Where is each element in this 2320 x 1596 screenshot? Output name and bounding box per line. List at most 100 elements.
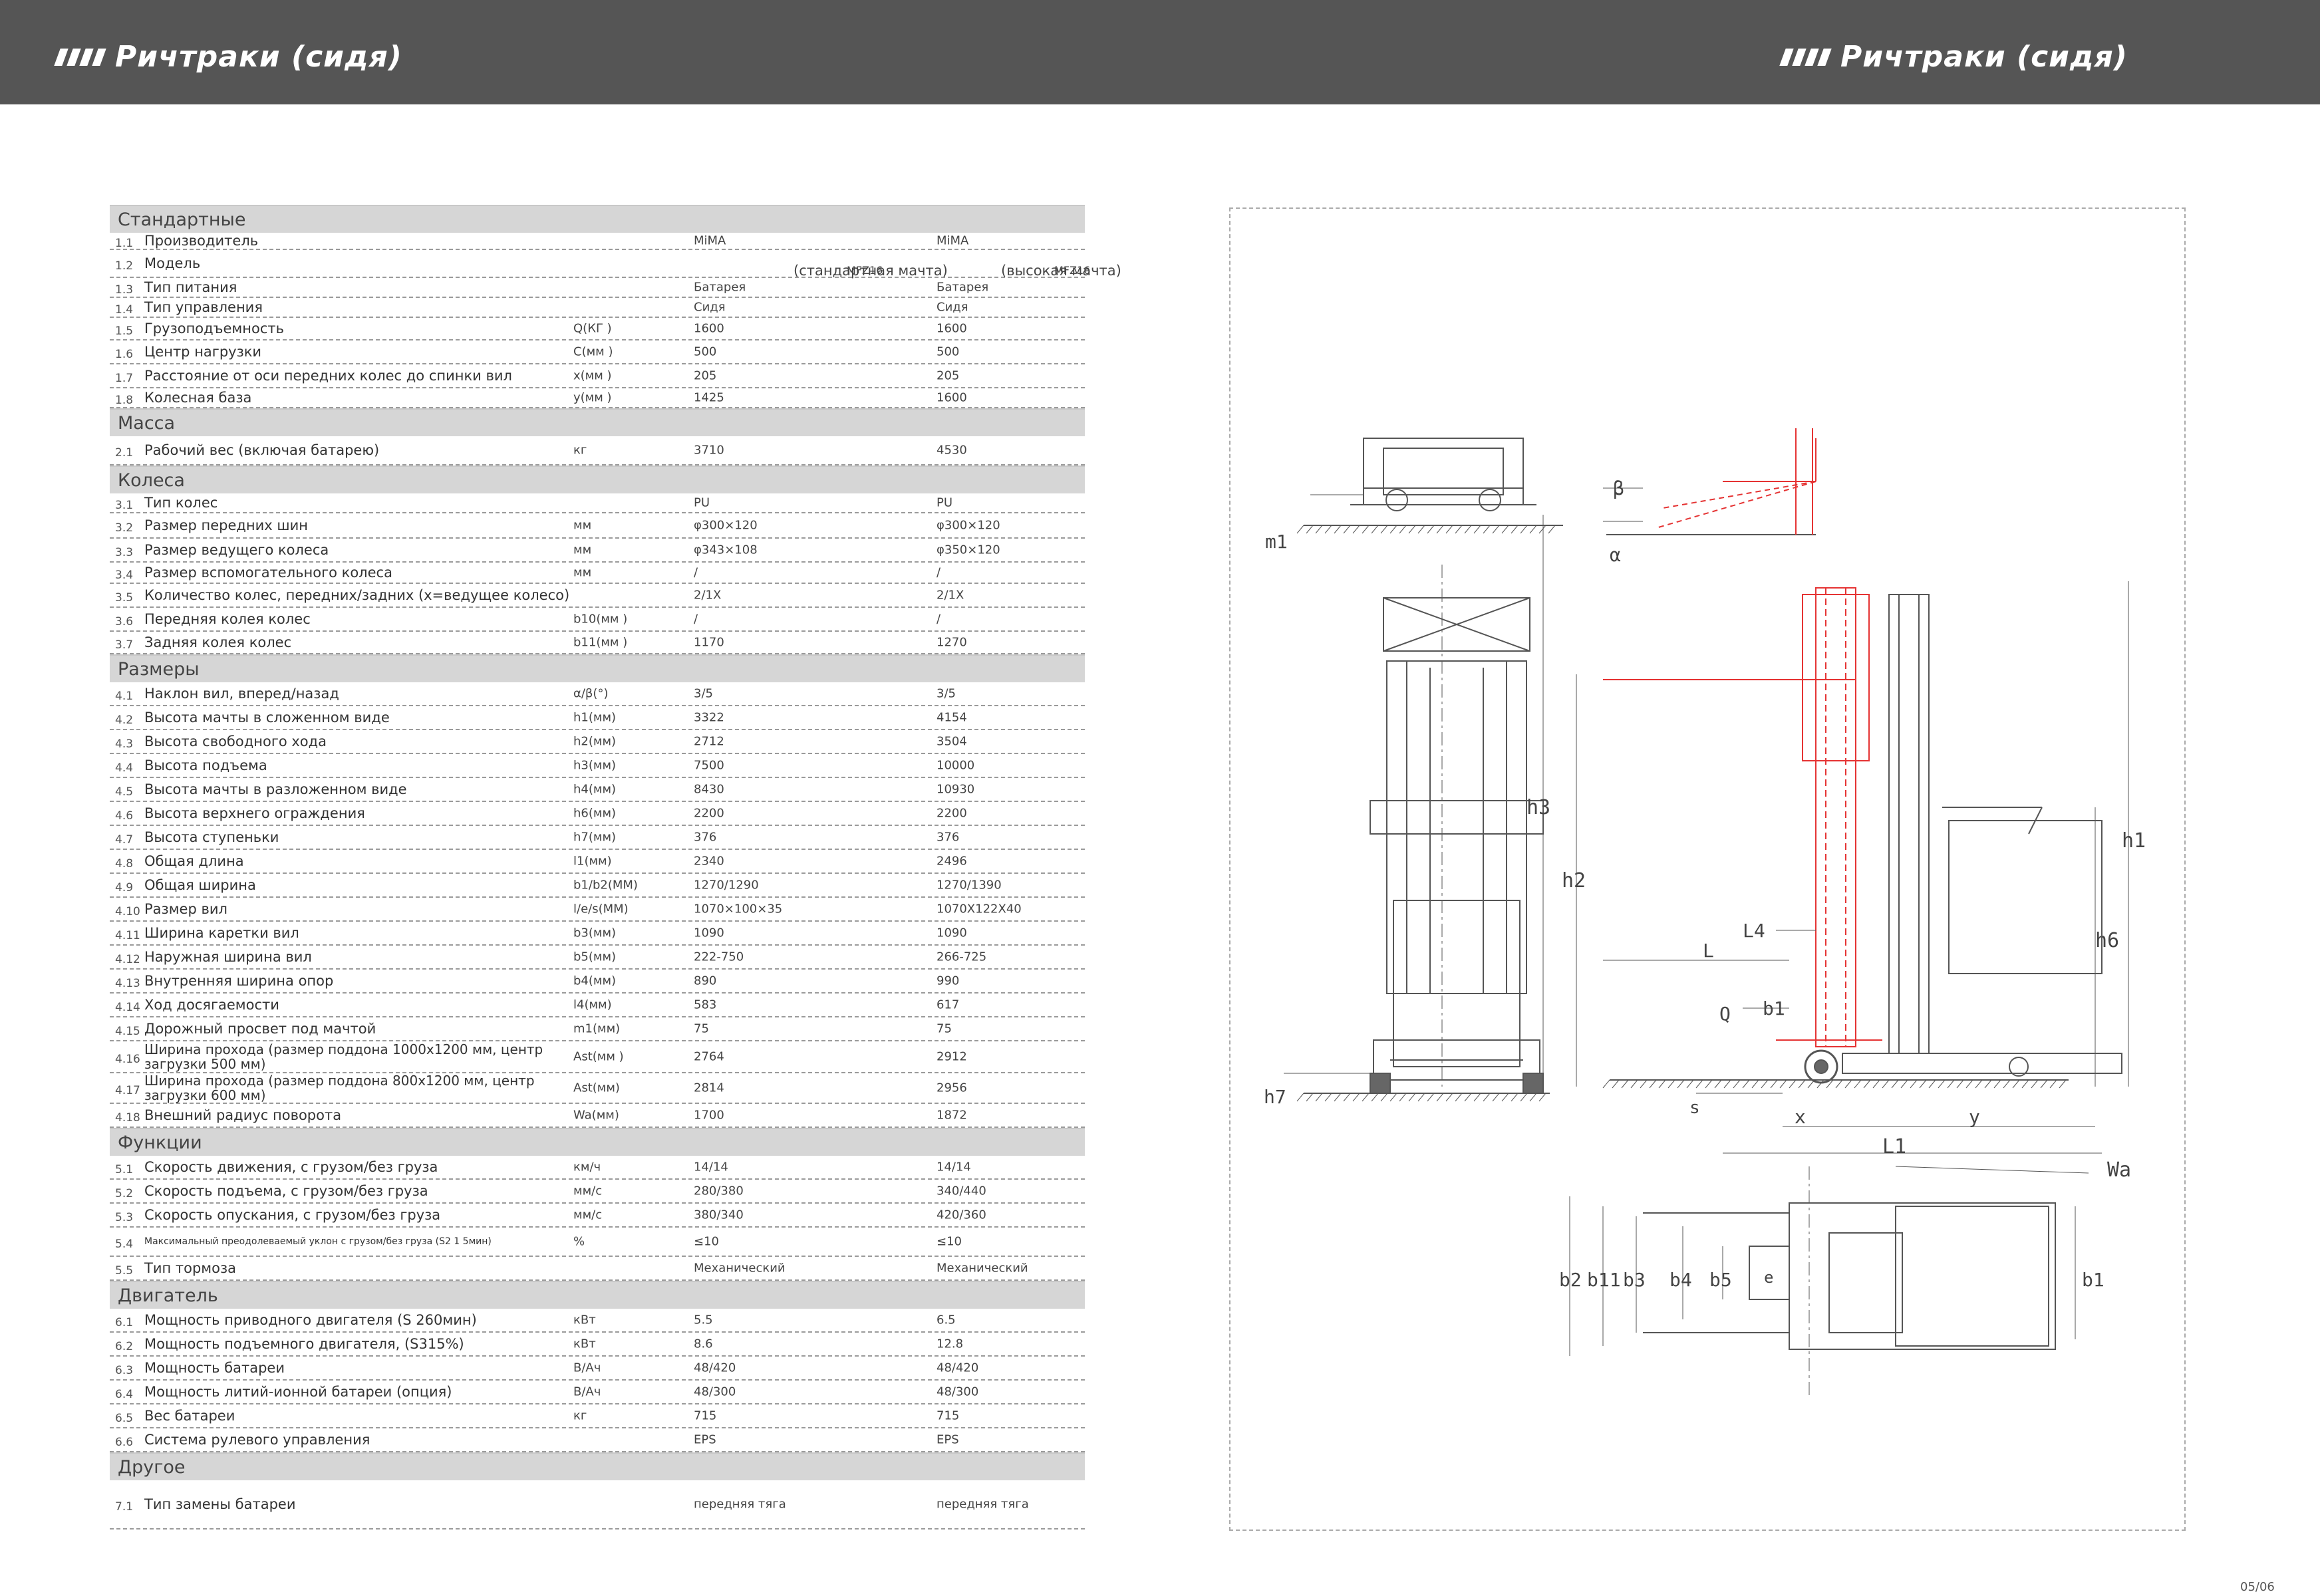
dimension-label: Wa	[2107, 1158, 2131, 1182]
dimension-label: h3	[1526, 796, 1550, 819]
row-value-standard: 5.5	[694, 1313, 713, 1327]
red-carriage	[1802, 594, 1870, 761]
ground-hatch	[1844, 1079, 1852, 1089]
wheel-block	[1522, 1073, 1544, 1094]
row-unit: y(мм )	[573, 390, 612, 405]
ground-hatch	[1714, 1079, 1722, 1089]
row-label: Ширина прохода (размер поддона 800х1200 …	[144, 1073, 535, 1103]
row-unit: мм/с	[573, 1208, 603, 1222]
row-value-standard: 890	[694, 974, 717, 988]
ground-hatch	[1900, 1079, 1908, 1089]
row-value-high: 6.5	[937, 1313, 956, 1327]
ground-hatch	[1975, 1079, 1983, 1089]
row-label: Скорость опускания, с грузом/без груза	[144, 1207, 441, 1223]
row-unit: b3(мм)	[573, 926, 617, 940]
ground-hatch	[1511, 1093, 1519, 1102]
row-value-high: 715	[937, 1408, 960, 1423]
row-number: 4.3	[115, 737, 134, 751]
ground-hatch	[1483, 1093, 1491, 1102]
wheel-icon	[1385, 489, 1408, 511]
row-value-high: φ350×120	[937, 543, 1000, 557]
row-value-standard: 2814	[694, 1081, 724, 1095]
ground-hatch	[1621, 1079, 1629, 1089]
row-number: 6.6	[115, 1436, 134, 1449]
ground-hatch	[1464, 1093, 1472, 1102]
ground-hatch	[1501, 1093, 1509, 1102]
row-value-standard: Механический	[694, 1261, 786, 1275]
row-number: 6.1	[115, 1316, 134, 1329]
row-number: 5.3	[115, 1211, 134, 1224]
row-label: Рабочий вес (включая батарею)	[144, 442, 380, 458]
ground-hatch	[1529, 1093, 1537, 1102]
row-label: Дорожный просвет под мачтой	[144, 1021, 376, 1037]
row-unit: кВт	[573, 1313, 596, 1327]
ground-hatch	[1306, 1093, 1314, 1102]
row-value-high: 3504	[937, 734, 967, 749]
dimension-label: b11	[1587, 1269, 1621, 1291]
ground-hatch	[1492, 1093, 1500, 1102]
ground-hatch	[1315, 1093, 1323, 1102]
row-unit: Ast(мм)	[573, 1081, 620, 1095]
header-bar: Ричтраки (сидя) Ричтраки (сидя)	[0, 0, 2320, 104]
row-label: Общая ширина	[144, 877, 256, 893]
row-unit: h2(мм)	[573, 734, 617, 749]
ground-hatch	[1306, 525, 1314, 534]
header-title-left: Ричтраки (сидя)	[54, 40, 402, 74]
ground-hatch	[1334, 1093, 1342, 1102]
ground-hatch	[1371, 1093, 1379, 1102]
row-label: Мощность приводного двигателя (S 260мин)	[144, 1312, 477, 1328]
row-number: 1.2	[115, 259, 134, 273]
row-unit: мм/с	[573, 1184, 603, 1198]
ground-hatch	[1427, 525, 1435, 534]
row-label: Центр нагрузки	[144, 344, 262, 360]
ground-hatch	[1315, 525, 1323, 534]
row-number: 3.6	[115, 615, 134, 628]
row-label: Модель	[144, 255, 201, 271]
side-chassis	[1842, 1053, 2122, 1074]
row-unit: b10(мм )	[573, 612, 628, 626]
drawing-line	[2028, 807, 2043, 835]
row-unit: b5(мм)	[573, 950, 617, 964]
row-value-high: 1872	[937, 1108, 967, 1123]
row-value-high: 10930	[937, 782, 975, 797]
ground-hatch	[1362, 525, 1370, 534]
ground-hatch	[1677, 1079, 1685, 1089]
mast-type: (стандартная мачта)	[794, 263, 948, 279]
ground-hatch	[1649, 1079, 1657, 1089]
row-value-standard: 715	[694, 1408, 717, 1423]
row-value-high: 420/360	[937, 1208, 986, 1222]
side-mast	[1888, 594, 1930, 1054]
row-value-high: 2200	[937, 806, 967, 821]
row-label: Наружная ширина вил	[144, 949, 312, 965]
ground-hatch	[1417, 525, 1425, 534]
row-label: Расстояние от оси передних колес до спин…	[144, 368, 512, 384]
drawing-line	[1383, 597, 1530, 652]
dimension-label: β	[1613, 477, 1624, 499]
row-value-standard: 280/380	[694, 1184, 744, 1198]
row-number: 4.16	[115, 1053, 140, 1066]
row-number: 1.6	[115, 348, 134, 361]
page-number: 05/06	[2240, 1580, 2275, 1594]
row-value-high: 4154	[937, 710, 967, 725]
model-code: MFZ16	[1054, 264, 1091, 277]
front-top-view-inner	[1383, 448, 1504, 495]
ground-hatch	[1445, 1093, 1453, 1102]
row-number: 6.3	[115, 1364, 134, 1377]
row-label: Высота свободного хода	[144, 733, 327, 749]
ground-hatch	[1751, 1079, 1759, 1089]
row-value-high: 266-725	[937, 950, 987, 964]
row-value-high: 48/420	[937, 1361, 979, 1375]
row-unit: l/e/s(ММ)	[573, 902, 629, 916]
row-value-standard: Сидя	[694, 300, 726, 315]
ground-hatch	[1380, 1093, 1388, 1102]
ground-hatch	[2031, 1079, 2039, 1089]
row-label: Ход досягаемости	[144, 997, 279, 1013]
row-label: Внешний радиус поворота	[144, 1107, 342, 1123]
